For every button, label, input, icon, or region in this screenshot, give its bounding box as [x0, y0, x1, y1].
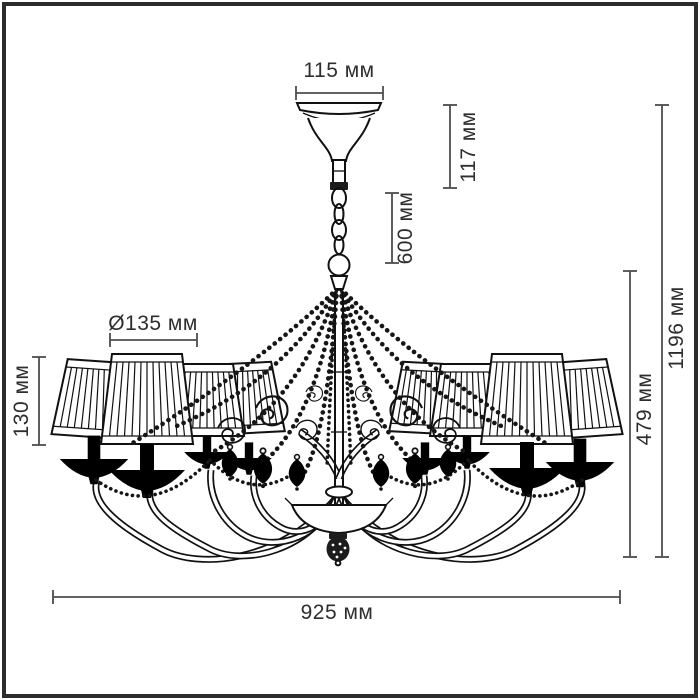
shade-diameter-label: Ø135 мм [108, 312, 198, 335]
dimension-canopy-width [295, 86, 384, 100]
dimension-canopy-height [443, 104, 457, 189]
shade-height-label: 130 мм [10, 364, 33, 438]
dimension-shade-diameter [109, 333, 198, 347]
ceiling-canopy [295, 102, 383, 190]
dimension-total-height [655, 104, 669, 558]
total-width-label: 925 мм [300, 601, 374, 624]
candle-cup [545, 438, 615, 491]
dimension-shade-height [32, 356, 46, 446]
lampshades [50, 353, 624, 445]
canopy-height-label: 117 мм [457, 111, 480, 183]
center-column [325, 292, 353, 506]
canopy-width-label: 115 мм [303, 59, 375, 82]
lampshade-front-left [99, 353, 195, 445]
dimension-chain-length [385, 192, 399, 264]
candle-cup [489, 442, 565, 500]
center-bowl [284, 497, 394, 535]
hanging-chain [331, 187, 347, 255]
hanging-ring [327, 253, 351, 290]
chain-length-label: 600 мм [394, 191, 417, 265]
total-height-label: 1196 мм [665, 286, 688, 370]
lampshade-front-right [479, 353, 575, 445]
finial [326, 533, 350, 567]
body-height-label: 479 мм [633, 372, 656, 446]
dimension-body-height [623, 270, 637, 558]
dimension-total-width [52, 590, 621, 604]
